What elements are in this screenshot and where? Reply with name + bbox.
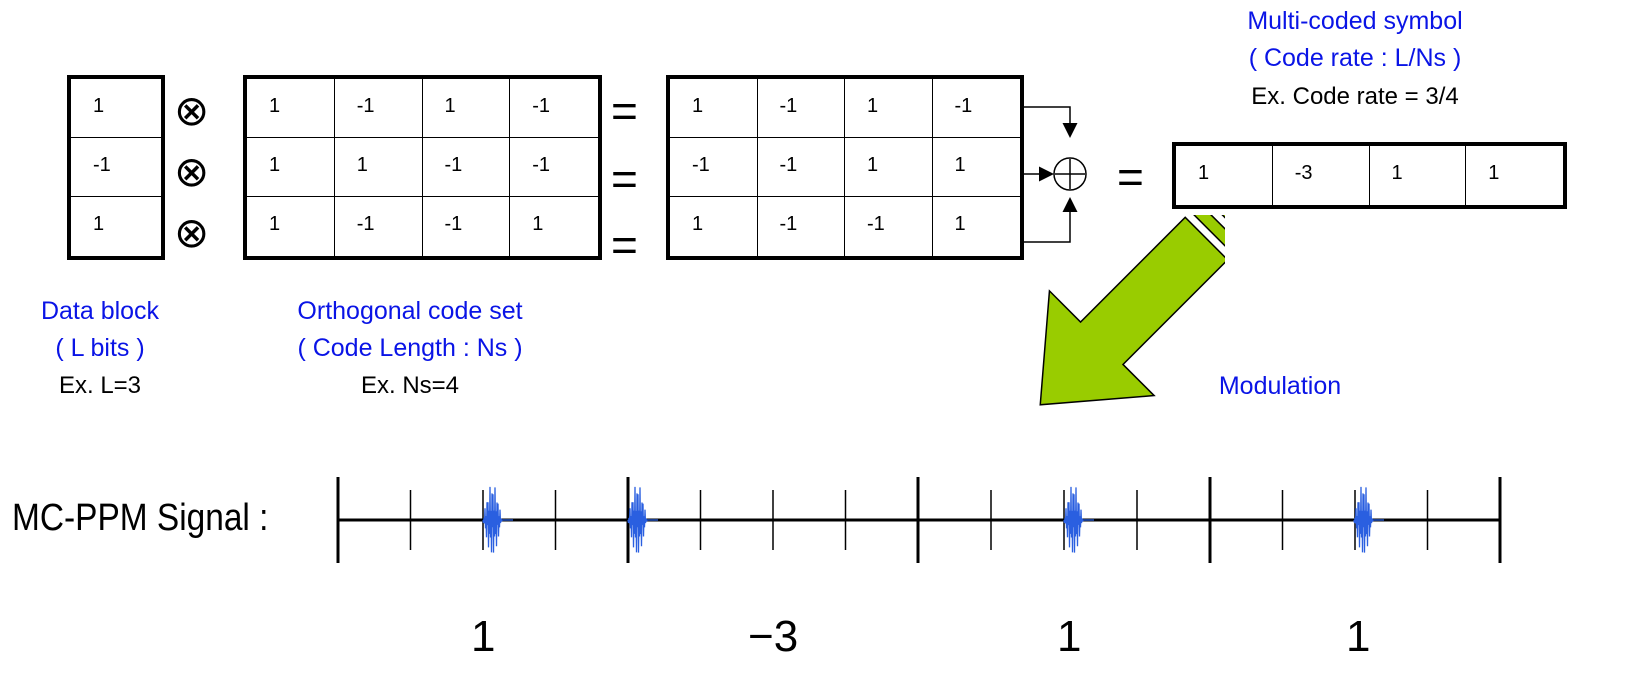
signal-symbol-value: 1 bbox=[1346, 612, 1371, 661]
product-cell: 1 bbox=[932, 138, 1020, 197]
multiply-operator: ⊗ bbox=[174, 87, 210, 134]
product-cell: -1 bbox=[845, 197, 933, 256]
signal-label: MC-PPM Signal : bbox=[12, 497, 269, 539]
symbol-cell: -3 bbox=[1273, 146, 1370, 205]
uwb-pulse bbox=[482, 486, 513, 553]
product-cell: 1 bbox=[670, 197, 758, 256]
data-block-subtitle: ( L bits ) bbox=[55, 334, 145, 362]
modulation-label: Modulation bbox=[1218, 372, 1342, 400]
product-cell: -1 bbox=[758, 197, 845, 256]
product-cell: 1 bbox=[845, 79, 933, 138]
product-cell: -1 bbox=[670, 138, 758, 197]
data-block-example: Ex. L=3 bbox=[58, 372, 142, 399]
code-cell: 1 bbox=[422, 79, 511, 138]
multiply-operator: ⊗ bbox=[174, 209, 210, 256]
equals-sign: = bbox=[611, 153, 638, 205]
product-cell: 1 bbox=[845, 138, 933, 197]
symbol-title: Multi-coded symbol bbox=[1247, 7, 1463, 35]
code-set-example: Ex. Ns=4 bbox=[360, 372, 460, 399]
symbol-subtitle: ( Code rate : L/Ns ) bbox=[1248, 44, 1462, 72]
code-set-title: Orthogonal code set bbox=[297, 297, 523, 325]
code-cell: -1 bbox=[423, 197, 511, 256]
uwb-pulse bbox=[1353, 486, 1384, 553]
code-cell: -1 bbox=[510, 79, 598, 138]
product-cell: -1 bbox=[932, 79, 1020, 138]
equals-sign: = bbox=[611, 85, 638, 137]
product-cell: -1 bbox=[757, 138, 845, 197]
code-cell: 1 bbox=[334, 138, 423, 197]
signal-symbol-value: 1 bbox=[471, 612, 496, 661]
code-cell: 1 bbox=[247, 197, 335, 256]
code-cell: 1 bbox=[247, 138, 335, 197]
modulation-arrow-icon bbox=[1039, 215, 1225, 406]
product-cell: 1 bbox=[670, 79, 758, 138]
equals-sign: = bbox=[611, 219, 638, 271]
product-cell: 1 bbox=[954, 213, 966, 235]
data-block-cell: 1 bbox=[93, 213, 105, 235]
signal-symbol-value: −3 bbox=[748, 612, 799, 661]
symbol-cell: 1 bbox=[1488, 162, 1500, 184]
summation-connectors bbox=[1024, 106, 1087, 243]
multiply-operator: ⊗ bbox=[174, 148, 210, 195]
data-block-cell: -1 bbox=[71, 138, 161, 197]
code-cell: 1 bbox=[532, 213, 544, 235]
data-block-title: Data block bbox=[40, 297, 160, 325]
product-cell: -1 bbox=[757, 79, 845, 138]
data-block-cell: 1 bbox=[71, 79, 161, 138]
code-cell: -1 bbox=[335, 197, 423, 256]
uwb-pulse bbox=[627, 486, 658, 553]
symbol-cell: 1 bbox=[1176, 146, 1273, 205]
signal-symbol-value: 1 bbox=[1057, 612, 1082, 661]
symbol-cell: 1 bbox=[1370, 146, 1467, 205]
code-cell: 1 bbox=[247, 79, 335, 138]
symbol-example: Ex. Code rate = 3/4 bbox=[1251, 83, 1459, 110]
code-cell: -1 bbox=[422, 138, 511, 197]
equals-sign: = bbox=[1117, 151, 1144, 203]
code-set-subtitle: ( Code Length : Ns ) bbox=[297, 334, 523, 362]
uwb-pulse bbox=[1063, 486, 1094, 553]
code-cell: -1 bbox=[510, 138, 598, 197]
code-cell: -1 bbox=[334, 79, 423, 138]
